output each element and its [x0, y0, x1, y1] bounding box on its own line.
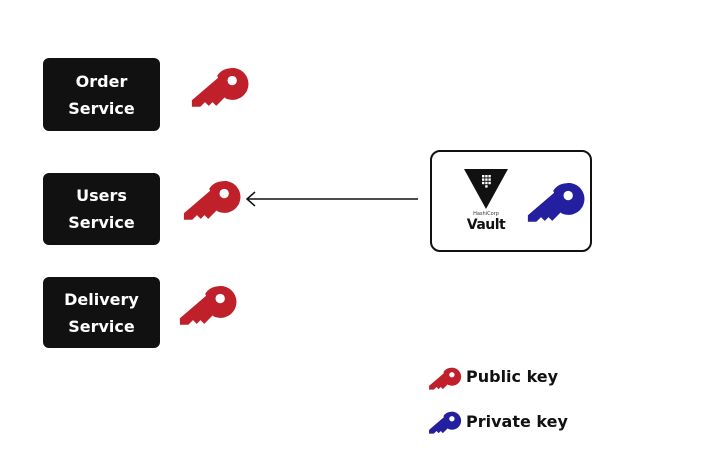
legend-public-key-icon	[428, 365, 462, 393]
vault-box: HashiCorp Vault	[430, 150, 592, 252]
vault-vendor-label: HashiCorp	[473, 211, 499, 217]
order-service-label-line1: Order	[75, 71, 128, 91]
users-public-key-icon	[182, 177, 242, 225]
private-key-icon	[526, 179, 586, 227]
legend-private-key-icon	[428, 409, 462, 437]
users-service-label-line2: Service	[68, 213, 135, 232]
delivery-service-box: Delivery Service	[43, 277, 160, 348]
users-service-box: Users Service	[43, 173, 160, 245]
order-service-box: Order Service	[43, 58, 160, 131]
delivery-public-key-icon	[178, 282, 238, 330]
legend-public-key-label: Public key	[466, 367, 559, 386]
arrow-vault-to-users	[244, 189, 420, 209]
order-public-key-icon	[190, 64, 250, 112]
vault-logo-icon: HashiCorp Vault	[462, 167, 510, 237]
vault-label: Vault	[466, 217, 506, 233]
delivery-service-label-line2: Service	[68, 316, 135, 336]
delivery-service-label-line1: Delivery	[64, 289, 139, 309]
order-service-label-line2: Service	[68, 98, 135, 118]
legend-private-key-label: Private key	[466, 412, 568, 431]
users-service-label-line1: Users	[76, 186, 127, 205]
